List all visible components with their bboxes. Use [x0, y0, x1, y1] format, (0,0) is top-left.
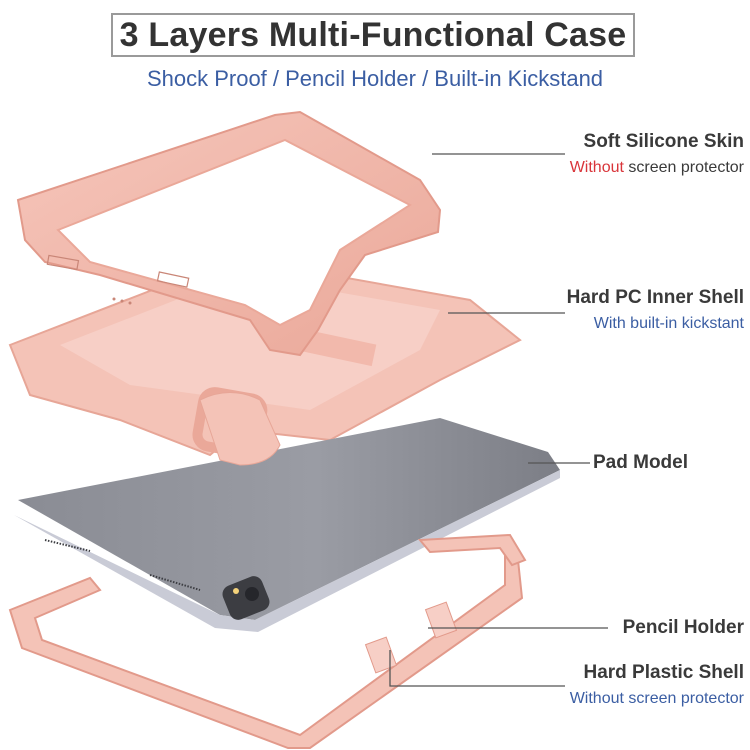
callout-hard-plastic-shell: Hard Plastic Shell Without screen protec…	[570, 662, 744, 708]
page-title: 3 Layers Multi-Functional Case	[119, 15, 627, 54]
callout-silicone-skin: Soft Silicone Skin Without screen protec…	[570, 131, 744, 177]
callout-pad-model: Pad Model	[593, 452, 689, 473]
callout-title: Hard Plastic Shell	[583, 662, 744, 683]
callout-note-highlight: Without	[569, 159, 624, 176]
hard-plastic-shell	[8, 533, 527, 749]
callout-pencil-holder: Pencil Holder	[622, 617, 744, 638]
callout-title: Soft Silicone Skin	[583, 131, 744, 152]
callout-pc-inner-shell: Hard PC Inner Shell With built-in kickst…	[567, 287, 744, 333]
soft-silicone-skin	[16, 110, 442, 357]
page-subtitle: Shock Proof / Pencil Holder / Built-in K…	[146, 66, 604, 91]
callout-title: Hard PC Inner Shell	[566, 287, 744, 308]
callout-note-rest: screen protector	[623, 159, 744, 176]
callout-note: With built-in kickstant	[593, 315, 744, 332]
plastic-shell-callout-line	[389, 650, 565, 687]
callout-note: Without screen protector	[569, 690, 744, 707]
callout-lines	[389, 153, 608, 687]
title-box: 3 Layers Multi-Functional Case	[111, 13, 635, 57]
callout-note: Without screen protector	[570, 159, 744, 177]
pad-model	[14, 392, 560, 632]
